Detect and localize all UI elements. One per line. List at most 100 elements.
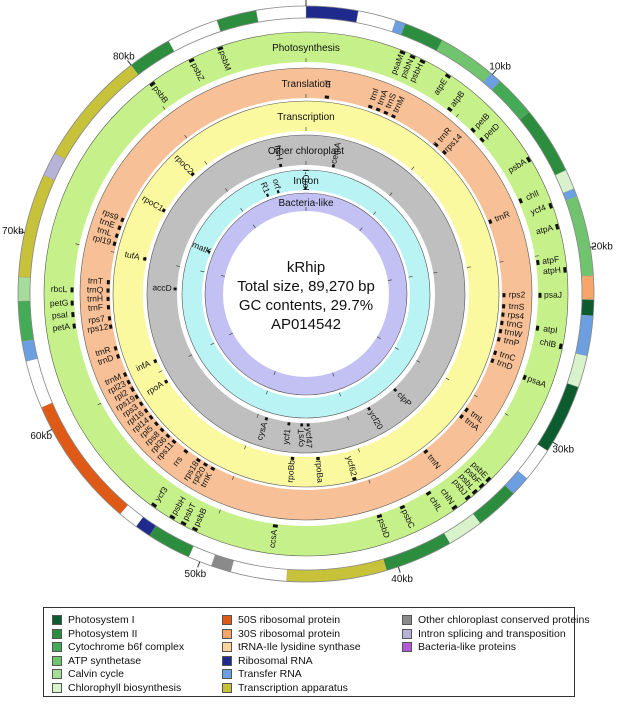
gene-block [518,197,524,204]
gene-block [163,379,169,384]
gene-label: trnF [88,302,104,313]
gene-label: cemA [328,141,342,165]
gene-label: trnC [499,349,517,363]
gene-block [106,305,111,310]
gene-block [72,323,77,329]
tick-mark [552,441,559,446]
gene-block [563,267,567,273]
ring-tick [224,188,228,192]
gene-block [444,73,451,79]
legend-swatch [222,642,232,652]
legend-label: Transcription apparatus [238,681,348,694]
gene-block [367,104,373,109]
gene-block [501,304,506,309]
gene-block [367,406,371,411]
gene-block [393,387,398,393]
gene-block [210,466,216,471]
function-ring [80,68,532,520]
gene-block [106,280,110,285]
gene-block [316,456,320,461]
ring-outline [146,134,466,454]
outer-segment [149,525,194,558]
ring-tick [97,402,102,406]
outer-segment [21,339,38,362]
gene-block [479,137,485,143]
gene-block [425,490,432,496]
legend-item: Photosystem I [52,614,135,626]
gene-label: trnP [503,335,521,348]
gene-block [130,386,135,393]
outer-segment [517,444,548,479]
ring-tick [432,141,436,145]
gene-block [265,193,270,198]
ring-tick [220,275,225,277]
legend-swatch [402,628,412,639]
legend-swatch [222,615,232,625]
tick-label: 50kb [185,569,207,580]
outer-segment [168,19,221,52]
ring-tick [408,276,413,278]
gene-label: cysT [295,429,306,447]
ring-outline [112,100,500,488]
legend-label: Cytochrome b6f complex [68,641,185,653]
gene-block [122,372,128,378]
legend-label: tRNA-Ile lysidine synthase [238,641,361,653]
gene-block [171,439,177,445]
outer-segment [581,299,595,317]
ring-outline [43,31,569,557]
ring-tick [229,332,233,336]
legend-label: Transfer RNA [238,668,302,680]
gene-block [264,417,269,421]
gene-block [278,163,283,168]
ring-tick [252,224,256,229]
gene-label: orf [271,178,283,191]
outer-ring-inner-edge [29,17,583,571]
legend-label: Intron splicing and transposition [418,627,566,640]
legend-label: Ribosomal RNA [238,654,313,667]
tick-mark [590,245,597,248]
gene-block [195,457,201,463]
tick-label: 30kb [552,444,574,455]
legend-swatch [402,642,412,652]
legend-swatch [52,615,62,625]
outer-segment [565,196,591,250]
gene-label: trnH [87,293,103,303]
ring-tick [473,394,478,398]
gene-label: R1 [259,181,272,195]
gene-block [183,448,189,454]
outer-segment [130,40,175,75]
gene-block [306,423,310,427]
ring-tick [411,166,415,170]
gene-block [300,423,304,427]
gene-block [459,414,464,420]
gene-block [138,401,144,407]
tick-label: 60kb [30,431,52,442]
gene-block [151,502,158,508]
gene-block [538,292,542,298]
gene-block [501,312,505,317]
legend-item: Intron splicing and transposition [402,628,566,640]
tick-label: 40kb [391,574,413,585]
legend-swatch [222,682,232,693]
gene-label: rps12 [86,321,109,334]
ring-label: Intron [293,176,319,187]
gene-block [159,427,165,433]
gene-label: trnW [504,326,524,339]
gene-label: ycf1 [280,428,292,445]
gene-block [490,358,495,364]
ring-tick [218,509,221,514]
legend-swatch [402,615,412,625]
legend-swatch [222,669,232,679]
ring-tick [75,243,80,245]
gene-block [71,312,75,318]
gene-block [409,54,416,60]
ring-tick [373,211,377,215]
gene-label: trnT [88,275,104,286]
gene-block [116,353,121,359]
gene-block [114,233,119,239]
tick-mark [18,230,25,234]
ring-tick [332,372,335,377]
gene-block [446,106,453,113]
gene-block [153,358,158,364]
gene-block [108,324,113,329]
